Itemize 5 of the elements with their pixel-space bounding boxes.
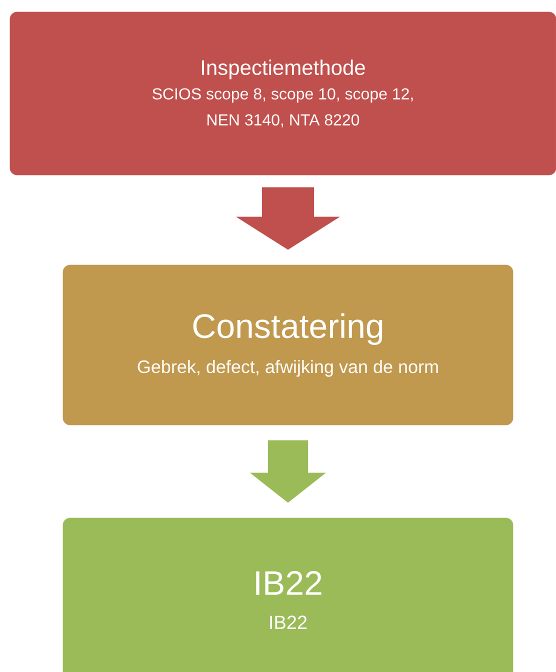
process-box: Inspectiemethode SCIOS scope 8, scope 10, scope 12, NEN 3140, NTA 8220 <box>10 12 556 176</box>
block-arrow <box>236 187 340 250</box>
process-box: Constatering Gebrek, defect, afwijking van de norm <box>62 264 514 426</box>
process-box: IB22 IB22 <box>62 518 514 672</box>
block-arrow <box>250 440 326 503</box>
